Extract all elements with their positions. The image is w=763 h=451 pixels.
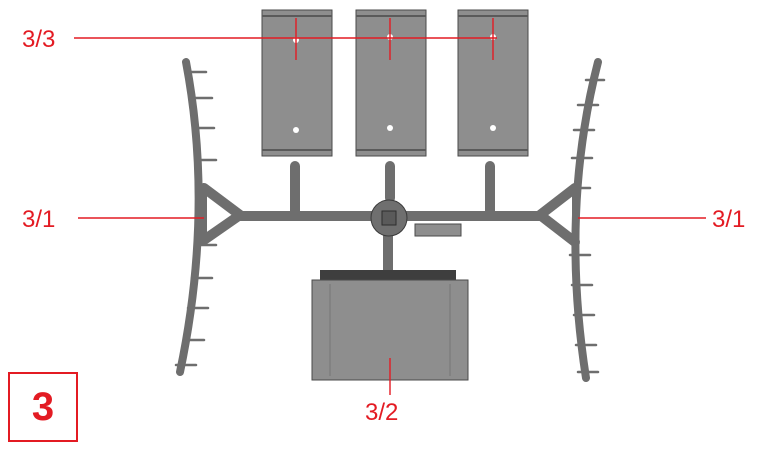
sheet-number-box: 3 <box>8 372 78 442</box>
label-part-3-3: 3/3 <box>22 26 55 53</box>
label-part-3-1-right: 3/1 <box>712 206 745 233</box>
left-rail-part <box>174 58 218 376</box>
right-rail-pins <box>568 78 606 374</box>
label-part-3-1-left: 3/1 <box>22 206 55 233</box>
plate-center <box>355 9 427 157</box>
plate-left <box>261 9 333 157</box>
center-hub <box>370 199 462 237</box>
left-rail-pins <box>174 70 218 367</box>
label-part-3-2: 3/2 <box>365 399 398 426</box>
sheet-number: 3 <box>31 384 55 429</box>
leader-lines <box>74 18 706 395</box>
